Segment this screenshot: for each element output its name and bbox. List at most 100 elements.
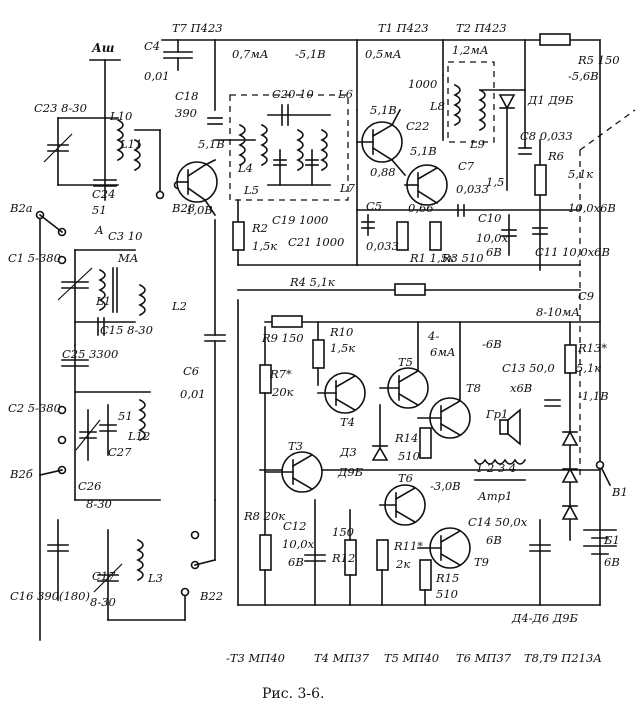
l3-label: L3 xyxy=(147,571,163,585)
r10-label: R10 xyxy=(329,325,353,339)
r9-resistor xyxy=(271,315,303,328)
current-4: 4- xyxy=(427,329,439,343)
c27-label: C27 xyxy=(108,445,132,459)
r7-resistor xyxy=(259,326,272,471)
d3-value: Д9Б xyxy=(337,465,364,479)
t4-type: Т4 МП37 xyxy=(314,651,370,665)
r11-value: 2к xyxy=(395,557,410,571)
c17-value: 8-30 xyxy=(90,595,116,609)
c14-label: C14 50,0х xyxy=(468,515,528,529)
t3-type: -Т3 МП40 xyxy=(226,651,285,665)
l1-label: L1 xyxy=(95,294,111,308)
speaker-gr1 xyxy=(499,408,521,446)
top-supply-rail xyxy=(161,33,601,606)
component-labels: Аш Т7 П423 Т1 П423 Т2 П423 C4 0,01 0,7мА… xyxy=(8,21,628,665)
t4-label: Т4 xyxy=(340,415,355,429)
l6-label: L6 xyxy=(337,87,353,101)
b22-label: В22 xyxy=(199,589,223,603)
c8-r6 xyxy=(518,139,547,196)
c3-label: C3 10 xyxy=(108,229,142,243)
b2a-label: В2а xyxy=(9,201,33,215)
t4-transistor xyxy=(317,372,366,414)
speaker-label: Гр1 xyxy=(485,407,508,421)
c9-label: C9 xyxy=(578,289,594,303)
transformer-label: Атр1 xyxy=(477,489,512,503)
battery-label: Б1 xyxy=(603,533,620,547)
power-switch-battery xyxy=(583,460,617,555)
detector-section xyxy=(356,109,581,271)
a-label: А xyxy=(94,223,104,237)
c1-label: C1 5-380 xyxy=(8,251,61,265)
c8-label: C8 0,033 xyxy=(520,129,573,143)
t2-label: Т2 П423 xyxy=(456,21,507,35)
r11-label: R11* xyxy=(393,539,423,553)
dashed-switch-link xyxy=(579,109,636,480)
c24-value: 51 xyxy=(92,203,107,217)
b26-label: В2б xyxy=(9,467,34,481)
if-filter-group xyxy=(214,94,349,201)
c21-label: C21 1000 xyxy=(288,235,344,249)
c10-value: 10,0х xyxy=(476,231,509,245)
r12-label: R12 xyxy=(331,551,355,565)
voltage-30: -3,0В xyxy=(430,479,461,493)
l7-label: L7 xyxy=(339,181,356,195)
transformer-pins: 1 2 3 4 xyxy=(476,461,516,475)
c6-value: 0,01 xyxy=(180,387,206,401)
c11-label: C11 10,0х6В xyxy=(535,245,610,259)
voltage-066: 0,66 xyxy=(408,201,434,215)
r4-label: R4 5,1к xyxy=(289,275,335,289)
c18-value: 390 xyxy=(175,106,197,120)
c24-label: C24 xyxy=(92,187,115,201)
c27-value: 51 xyxy=(118,409,133,423)
t1-label: Т1 П423 xyxy=(378,21,429,35)
c22-label: C22 xyxy=(406,119,429,133)
c1-l1-input-circuit xyxy=(57,249,146,346)
l12-label: L12 xyxy=(127,429,150,443)
l9-label: L9 xyxy=(469,137,485,151)
figure-caption: Рис. 3-6. xyxy=(262,686,325,702)
r7-value: 20к xyxy=(271,385,294,399)
c5-value: 0,033 xyxy=(366,239,399,253)
r2-value: 1,5к xyxy=(252,239,277,253)
voltage-51d: 5,1В xyxy=(410,144,437,158)
t3-label: Т3 xyxy=(288,439,303,453)
c5-label: C5 xyxy=(366,199,382,213)
c14-voltage: 6В xyxy=(486,533,502,547)
d4-d6-label: Д4-Д6 Д9Б xyxy=(511,611,579,625)
r2-label: R2 xyxy=(251,221,268,235)
voltage-088: 0,88 xyxy=(370,165,396,179)
d3-diode xyxy=(371,404,389,461)
r13-value: 5,1к xyxy=(576,361,601,375)
battery-voltage: 6В xyxy=(604,555,620,569)
c17-label: C17 xyxy=(92,569,116,583)
c6-label: C6 xyxy=(183,364,199,378)
r8-label: R8 20к xyxy=(243,509,285,523)
t6-transistor xyxy=(379,484,426,526)
c7-label: C7 xyxy=(458,159,475,173)
antenna-label: Аш xyxy=(91,41,115,55)
r14-value: 510 xyxy=(398,449,420,463)
r14-resistor xyxy=(419,427,432,459)
r15-value: 510 xyxy=(436,587,458,601)
r5-resistor xyxy=(539,33,571,46)
voltage-51c: 5,1В xyxy=(198,137,225,151)
voltage-6: -6В xyxy=(482,337,502,351)
c15-label: C15 8-30 xyxy=(100,323,153,337)
c25-label: C25 3300 xyxy=(62,347,118,361)
r3-label: R3 510 xyxy=(441,251,484,265)
r6-value: 5,1к xyxy=(568,167,593,181)
r12-value: 150 xyxy=(332,525,354,539)
b28-label: В28 xyxy=(171,201,195,215)
t9-transistor xyxy=(417,527,471,569)
c10-label: C10 xyxy=(478,211,501,225)
l11-label: L11 xyxy=(119,137,142,151)
c19-label: C19 1000 xyxy=(272,213,328,227)
ma-label: МА xyxy=(117,251,138,265)
d3-label: Д3 xyxy=(339,445,357,459)
antenna-section xyxy=(43,59,124,201)
c23-label: C23 8-30 xyxy=(34,101,87,115)
d1-diode xyxy=(479,89,526,191)
t7-label: Т7 П423 xyxy=(172,21,223,35)
c2-label: C2 5-380 xyxy=(8,401,61,415)
